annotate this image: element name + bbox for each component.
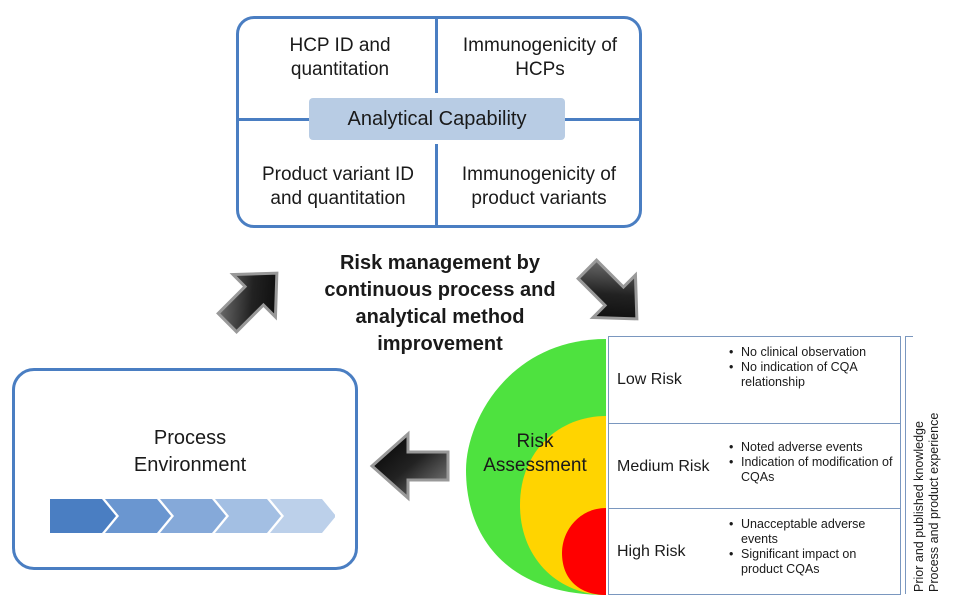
risk-notes-list: Noted adverse events Indication of modif… xyxy=(727,440,896,485)
risk-note: No indication of CQA relationship xyxy=(727,360,896,390)
process-step-chevron xyxy=(215,499,281,533)
divider-horizontal-right xyxy=(565,118,639,121)
divider-vertical-top xyxy=(435,19,438,93)
hcp-id-cell: HCP ID and quantitation xyxy=(289,35,391,80)
arrow-up-right-icon xyxy=(216,271,279,334)
risk-level-label: High Risk xyxy=(617,543,686,560)
divider-horizontal-left xyxy=(239,118,309,121)
risk-note: Significant impact on product CQAs xyxy=(727,547,896,577)
side-notes: Prior and published knowledge Process an… xyxy=(912,413,942,592)
risk-note: Unacceptable adverse events xyxy=(727,517,896,547)
side-note: Prior and published knowledge xyxy=(912,421,926,592)
process-step-chevron xyxy=(50,499,116,533)
knowledge-bracket xyxy=(905,336,913,594)
divider-vertical-bottom xyxy=(435,144,438,225)
risk-assessment-label: Risk Assessment xyxy=(483,431,587,476)
risk-level-label: Low Risk xyxy=(617,371,682,388)
high-risk-area xyxy=(562,508,606,595)
risk-row-medium: Medium Risk Noted adverse events Indicat… xyxy=(608,423,901,509)
analytical-capability-label: Analytical Capability xyxy=(309,98,565,140)
risk-notes-list: No clinical observation No indication of… xyxy=(727,345,896,390)
risk-notes-list: Unacceptable adverse events Significant … xyxy=(727,517,896,577)
hcp-immunogenicity-cell: Immunogenicity of HCPs xyxy=(462,35,618,80)
arrow-down-right-icon xyxy=(576,258,639,321)
risk-row-low: Low Risk No clinical observation No indi… xyxy=(608,336,901,424)
process-step-chevron xyxy=(270,499,335,533)
risk-management-caption: Risk management by continuous process an… xyxy=(324,252,556,355)
risk-note: No clinical observation xyxy=(727,345,896,360)
arrow-left-icon xyxy=(369,430,450,502)
process-environment-label: Process Environment xyxy=(133,427,247,476)
risk-row-high: High Risk Unacceptable adverse events Si… xyxy=(608,508,901,595)
process-chevrons xyxy=(50,499,335,533)
product-variant-id-cell: Product variant ID and quantitation xyxy=(261,164,415,209)
risk-note: Indication of modification of CQAs xyxy=(727,455,896,485)
process-environment-box xyxy=(12,368,358,570)
risk-level-label: Medium Risk xyxy=(617,458,710,475)
process-step-chevron xyxy=(105,499,171,533)
product-variant-immunogenicity-cell: Immunogenicity of product variants xyxy=(461,164,617,209)
side-note: Process and product experience xyxy=(927,412,941,592)
risk-note: Noted adverse events xyxy=(727,440,896,455)
process-step-chevron xyxy=(160,499,226,533)
